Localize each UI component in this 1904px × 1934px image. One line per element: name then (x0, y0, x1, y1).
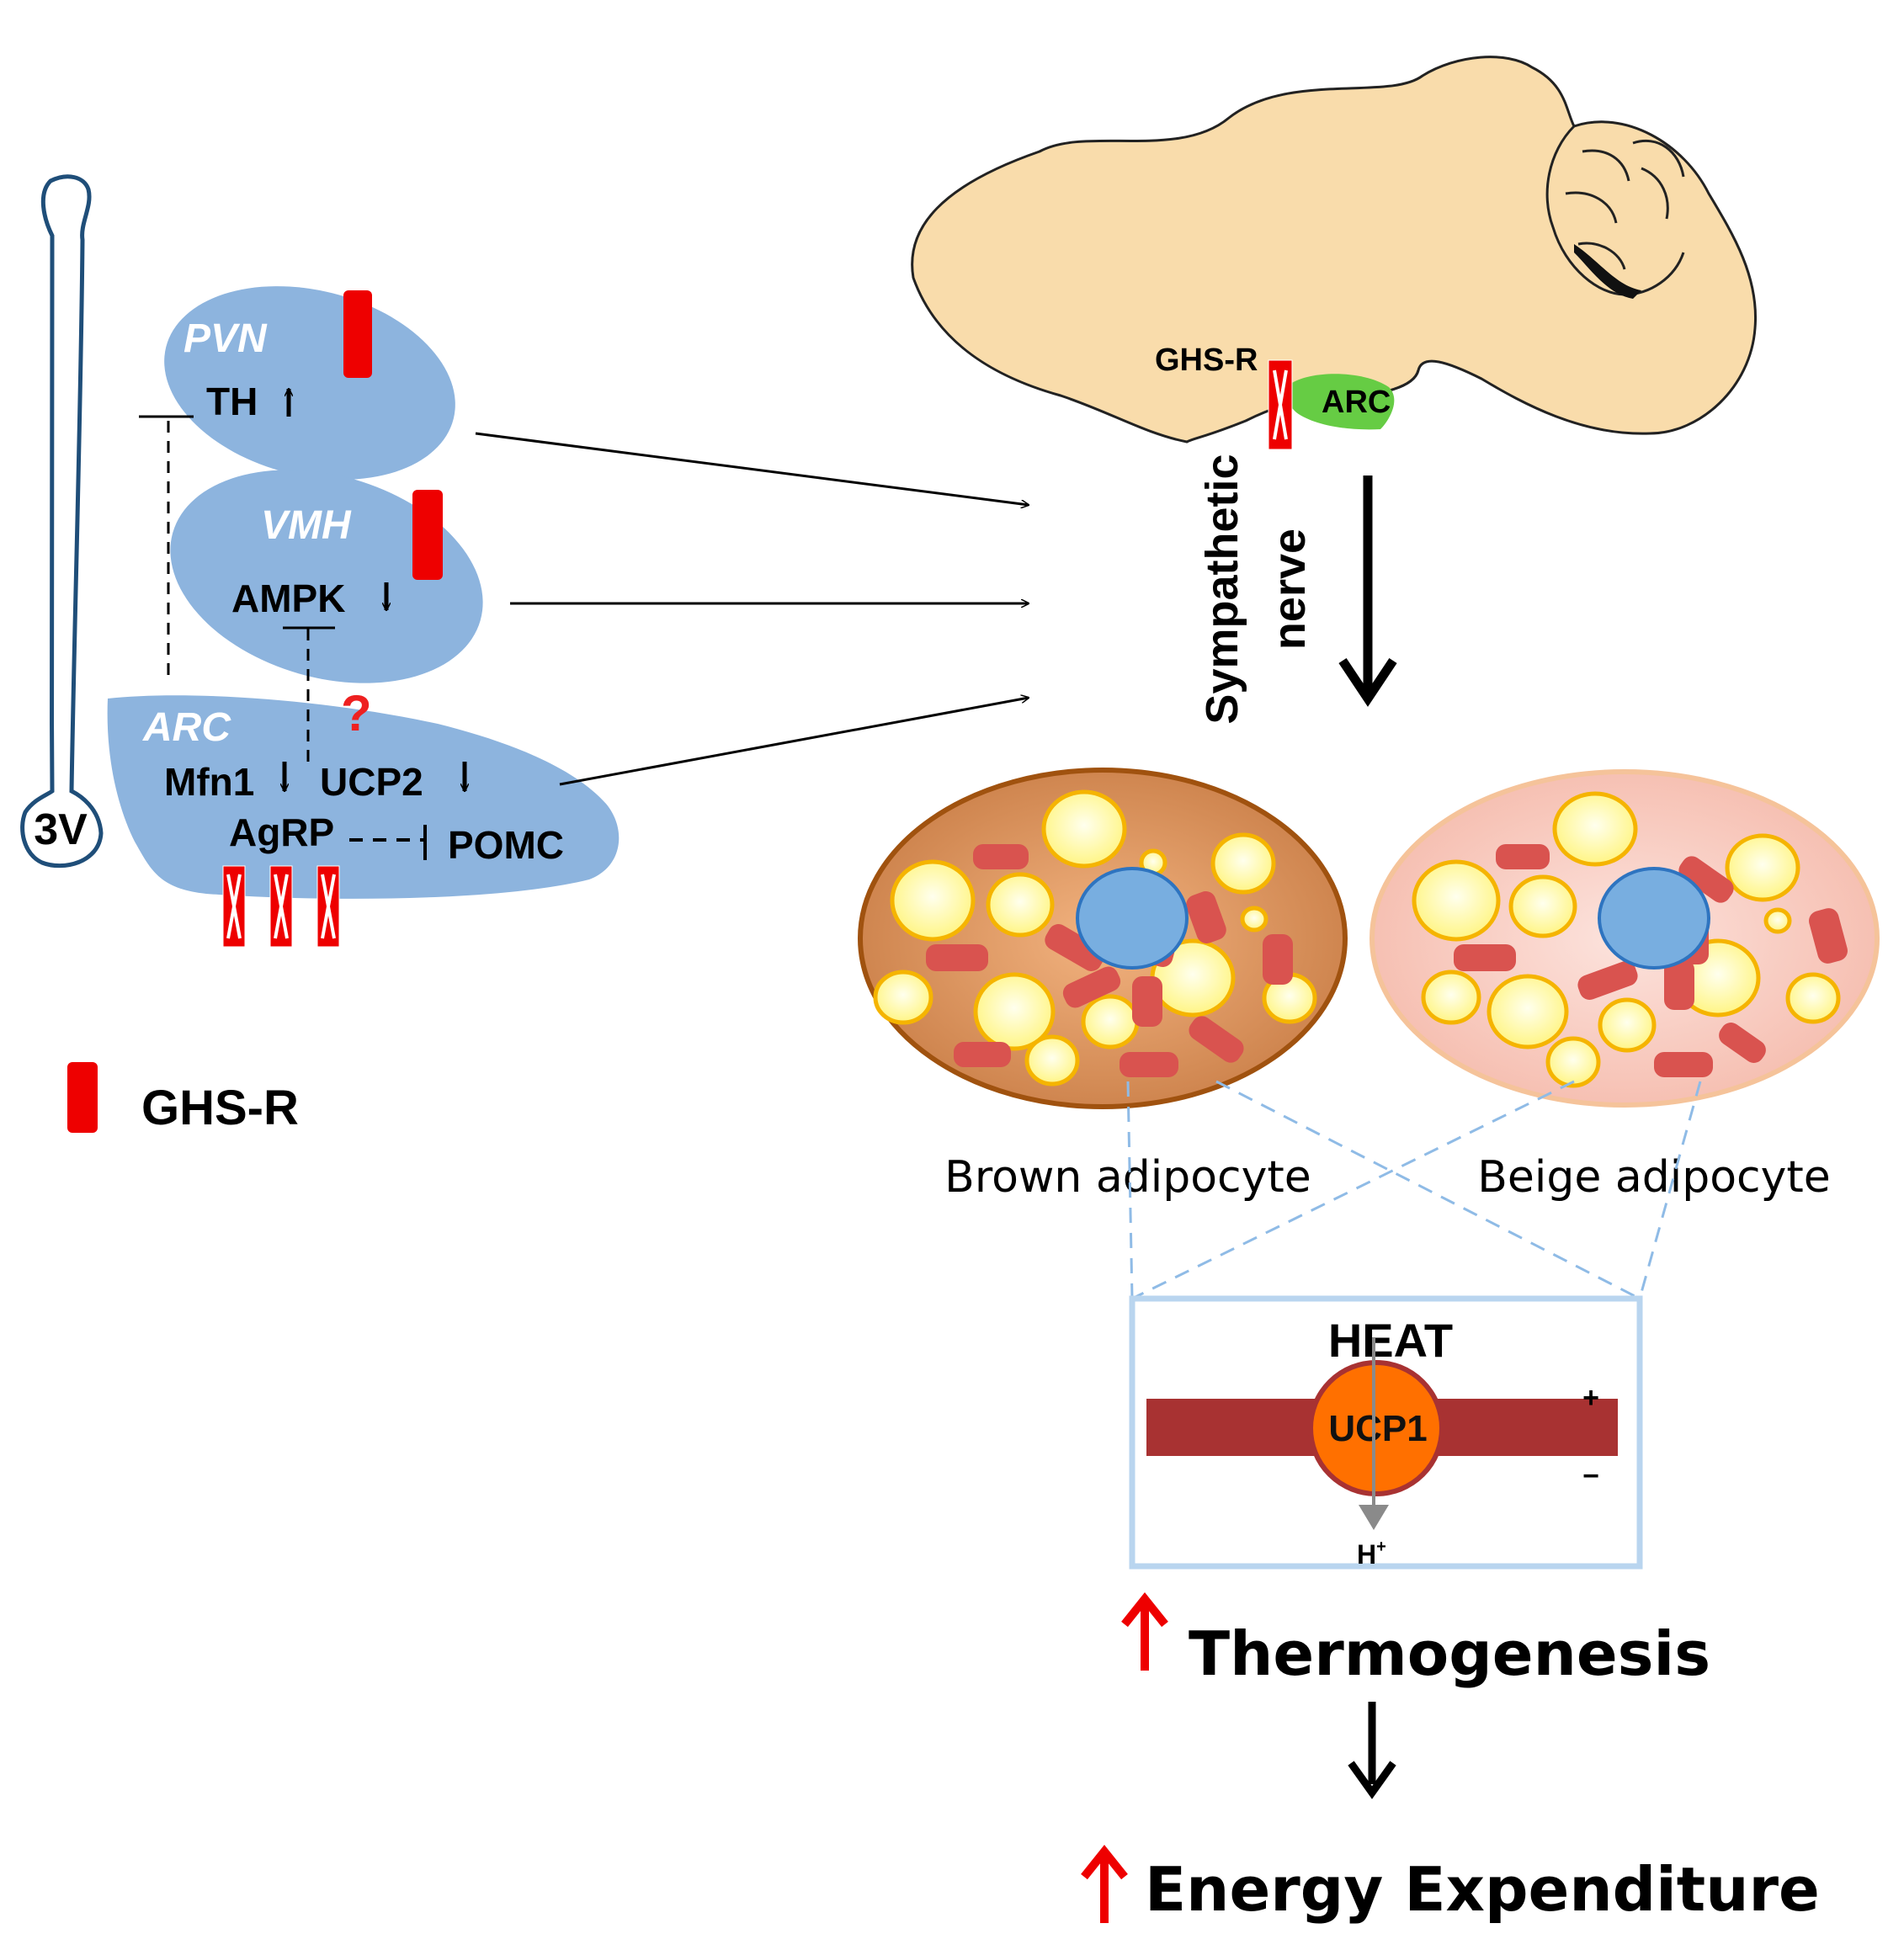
ghs-r-knockout-2 (269, 864, 294, 948)
downstream-arrow (1348, 1702, 1396, 1799)
legend-ghs-r-swatch (67, 1062, 98, 1133)
pvn-label: PVN (183, 316, 268, 361)
arc-marker-ucp2: UCP2 (320, 760, 423, 804)
sympathetic-nerve: Sympathetic nerve (1197, 454, 1397, 725)
brain-ghs-r-label: GHS-R (1155, 343, 1258, 378)
ghs-r-receptor-vmh (412, 490, 443, 580)
brain-arc-label: ARC (1322, 385, 1391, 420)
vmh-label: VMH (261, 503, 352, 548)
legend-ghs-r-label: GHS-R (141, 1081, 299, 1135)
inhibition-connectors (139, 415, 335, 762)
legend: GHS-R (67, 1062, 299, 1135)
brain-illustration: ARC GHS-R (911, 56, 1758, 450)
ghs-r-receptor-pvn (343, 290, 372, 378)
brown-adipocyte: Brown adipocyte (858, 768, 1348, 1203)
ghs-r-knockout-1 (221, 864, 247, 948)
nerve-label-line1: Sympathetic (1197, 454, 1247, 724)
membrane-minus-sign: − (1582, 1460, 1599, 1492)
third-ventricle-label: 3V (34, 805, 88, 854)
third-ventricle: 3V (20, 174, 104, 869)
pvn-marker: TH (206, 380, 258, 423)
vmh-nucleus: VMH AMPK (170, 470, 483, 683)
zoom-lines (1126, 1080, 1702, 1300)
output-arrows (475, 432, 1029, 786)
pvn-nucleus: PVN TH (164, 286, 455, 480)
nerve-label-line2: nerve (1264, 529, 1315, 650)
ucp1-protein (1308, 1360, 1444, 1496)
arc-marker-pomc: POMC (448, 823, 564, 867)
brown-adipocyte-label: Brown adipocyte (944, 1152, 1311, 1203)
thermogenesis-label: Thermogenesis (1189, 1618, 1710, 1689)
vmh-marker: AMPK (231, 576, 345, 620)
arc-label: ARC (142, 705, 231, 750)
thermogenesis-outcome: Thermogenesis (1121, 1591, 1710, 1689)
heat-label: HEAT (1328, 1314, 1453, 1367)
beige-adipocyte-label: Beige adipocyte (1477, 1152, 1831, 1203)
arc-nucleus: ARC Mfn1 UCP2 AgRP POMC ? (107, 685, 620, 948)
beige-adipocyte: Beige adipocyte (1369, 769, 1880, 1203)
membrane-plus-sign: + (1582, 1382, 1599, 1414)
arc-marker-agrp: AgRP (229, 810, 334, 854)
ucp1-label: UCP1 (1328, 1408, 1427, 1449)
energy-expenditure-outcome: Energy Expenditure (1081, 1844, 1820, 1925)
arc-marker-mfn1: Mfn1 (164, 760, 254, 804)
unknown-mechanism-mark: ? (341, 685, 372, 741)
ghs-r-knockout-3 (316, 864, 341, 948)
proton-label: H+ (1357, 1538, 1386, 1570)
ucp1-membrane-panel: + − UCP1 HEAT H+ (1129, 1295, 1643, 1570)
energy-expenditure-label: Energy Expenditure (1145, 1854, 1820, 1925)
